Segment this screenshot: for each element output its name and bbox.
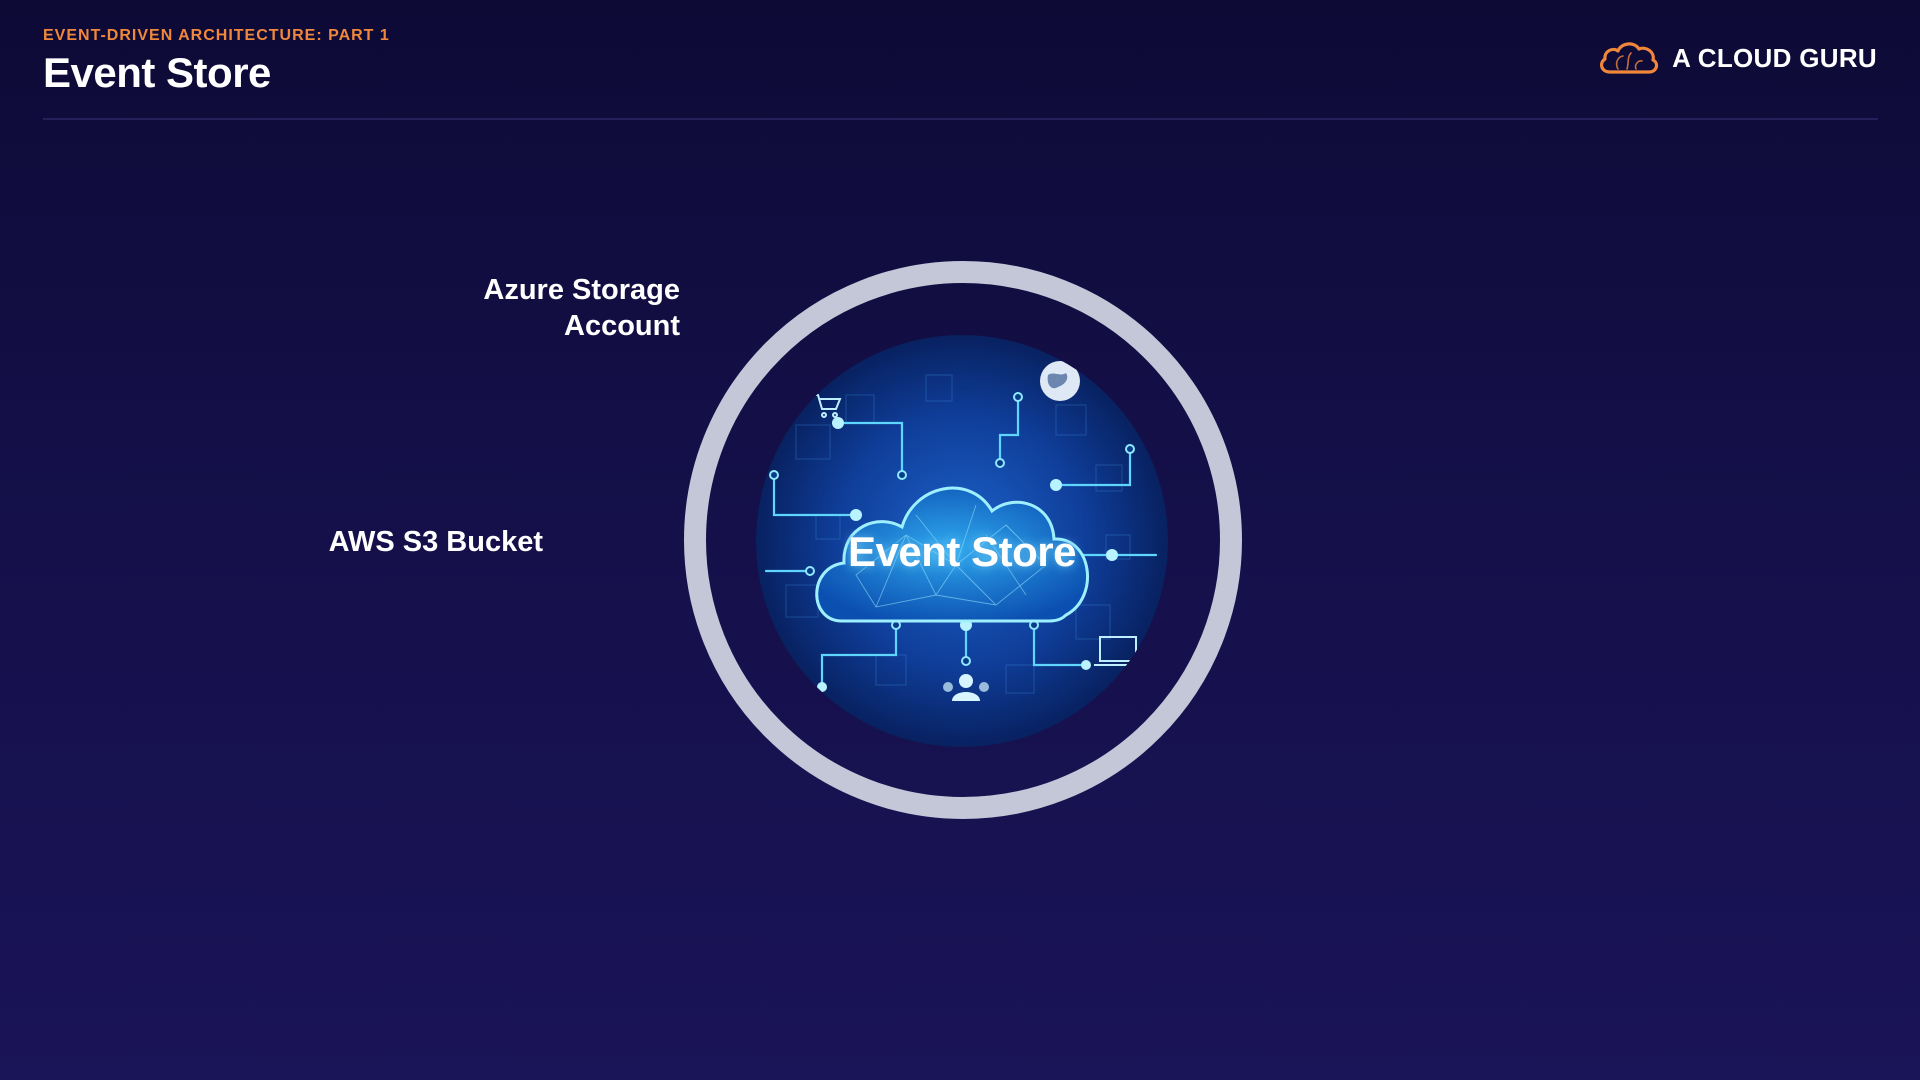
event-store-label: Event Store [848,528,1076,575]
brand-name: A CLOUD GURU [1672,42,1877,73]
event-store-illustration [756,335,1168,747]
outer-ring [684,261,1242,819]
option-label-line: Azure Storage [483,274,680,306]
option-aws-s3-bucket: AWS S3 Bucket [243,524,543,560]
header-divider [43,118,1878,120]
section-eyebrow: EVENT-DRIVEN ARCHITECTURE: PART 1 [43,27,390,44]
cloud-logo-icon [1600,42,1659,74]
slide-header: EVENT-DRIVEN ARCHITECTURE: PART 1 Event … [43,26,390,98]
page-title: Event Store [43,49,271,96]
option-label-line: Account [564,310,680,342]
option-label-line: AWS S3 Bucket [328,526,543,558]
brand: A CLOUD GURU [1596,38,1877,78]
option-azure-storage-account: Azure Storage Account [420,272,680,344]
